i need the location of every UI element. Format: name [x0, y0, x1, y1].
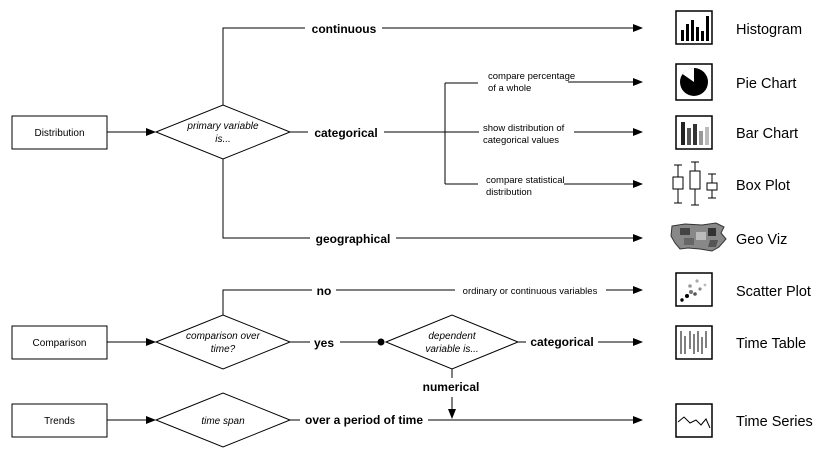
time-series-icon: [675, 403, 713, 438]
box-plot-icon: [672, 161, 718, 206]
decision-primary-variable: primary variable is...: [154, 104, 292, 160]
sub-dist-line1: show distribution of: [483, 123, 565, 134]
sub-stat-line1: compare statistical: [486, 175, 565, 186]
start-label-trends: Trends: [44, 416, 75, 427]
output-pie-chart: Pie Chart: [736, 76, 796, 92]
decision-comparison-line2: time?: [211, 344, 236, 355]
sub-stat-line2: distribution: [486, 187, 532, 198]
branch-yes: yes: [314, 336, 334, 350]
line-to-no: [222, 289, 312, 315]
line-to-geographical: [222, 159, 310, 239]
sub-pct-line1: compare percentage: [488, 71, 575, 82]
decision-primary-line2: is...: [215, 134, 231, 145]
us-map-icon: [670, 222, 727, 252]
branch-categorical-dependent: categorical: [530, 335, 593, 349]
junction-dot: [377, 338, 385, 346]
sub-dist-line2: categorical values: [483, 135, 559, 146]
time-table-icon: [675, 325, 713, 360]
start-box-comparison: Comparison: [11, 325, 108, 360]
decision-dependent-line2: variable is...: [425, 344, 478, 355]
bar-chart-icon: [675, 115, 713, 150]
decision-primary-line1: primary variable: [186, 121, 259, 132]
branch-numerical: numerical: [423, 380, 480, 394]
branch-no: no: [317, 284, 332, 298]
sub-pct-line2: of a whole: [488, 83, 531, 94]
branch-continuous: continuous: [312, 22, 377, 36]
decision-comparison-line1: comparison over: [186, 331, 261, 342]
start-box-distribution: Distribution: [11, 115, 108, 150]
start-label-distribution: Distribution: [34, 128, 84, 139]
output-box-plot: Box Plot: [736, 178, 790, 194]
line-to-continuous: [222, 27, 305, 105]
histogram-icon: [675, 10, 713, 45]
decision-dependent-line1: dependent: [428, 331, 476, 342]
connectors: [107, 24, 643, 424]
branch-categorical: categorical: [314, 126, 377, 140]
output-histogram: Histogram: [736, 22, 802, 38]
decision-comparison-over-time: comparison over time?: [154, 314, 292, 370]
output-time-series: Time Series: [736, 414, 813, 430]
decision-dependent-variable: dependent variable is...: [384, 314, 520, 370]
branch-over-period: over a period of time: [305, 413, 423, 427]
pie-chart-icon: [675, 63, 713, 101]
start-box-trends: Trends: [11, 403, 108, 438]
output-scatter-plot: Scatter Plot: [736, 284, 811, 300]
output-time-table: Time Table: [736, 336, 806, 352]
scatter-plot-icon: [675, 272, 713, 307]
sub-ordinary: ordinary or continuous variables: [463, 286, 598, 297]
decision-time-span: time span: [154, 392, 292, 448]
start-label-comparison: Comparison: [33, 338, 87, 349]
decision-timespan-label: time span: [201, 416, 245, 427]
output-bar-chart: Bar Chart: [736, 126, 798, 142]
output-geo-viz: Geo Viz: [736, 232, 787, 248]
branch-geographical: geographical: [316, 232, 391, 246]
